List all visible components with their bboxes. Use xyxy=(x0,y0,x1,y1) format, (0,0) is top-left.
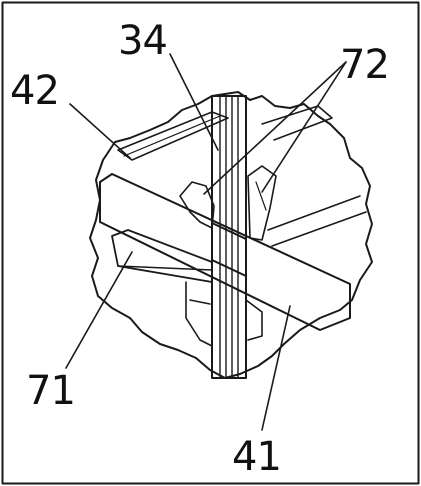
leader-42 xyxy=(69,103,131,159)
label-42: 42 xyxy=(10,68,59,114)
label-71: 71 xyxy=(26,368,75,414)
upper-band-line xyxy=(123,115,221,157)
breakout-outline xyxy=(89,91,373,379)
band-over-rail-top xyxy=(211,222,247,240)
label-34: 34 xyxy=(118,18,167,64)
label-72: 72 xyxy=(340,42,389,88)
right-band xyxy=(261,105,333,141)
leader-71 xyxy=(65,251,133,369)
leader-72-b xyxy=(261,61,347,193)
band-bottom-edge xyxy=(99,221,321,331)
lower-support-mount xyxy=(185,281,213,347)
upper-clamp-right xyxy=(247,165,277,241)
lower-support xyxy=(111,229,213,283)
leader-41 xyxy=(261,305,291,431)
lower-support-brace xyxy=(117,265,213,271)
band-top-edge xyxy=(111,173,351,285)
lower-right-bracket xyxy=(245,299,263,341)
leader-34 xyxy=(169,53,219,151)
label-41: 41 xyxy=(232,434,281,480)
upper-clamp-left xyxy=(179,181,215,229)
leader-72-a xyxy=(203,61,347,195)
right-lower-band xyxy=(267,195,367,247)
band-over-rail-bottom xyxy=(211,259,247,277)
vertical-rail xyxy=(211,95,247,379)
clamp-right-detail xyxy=(255,181,267,211)
diagonal-band xyxy=(99,173,351,331)
